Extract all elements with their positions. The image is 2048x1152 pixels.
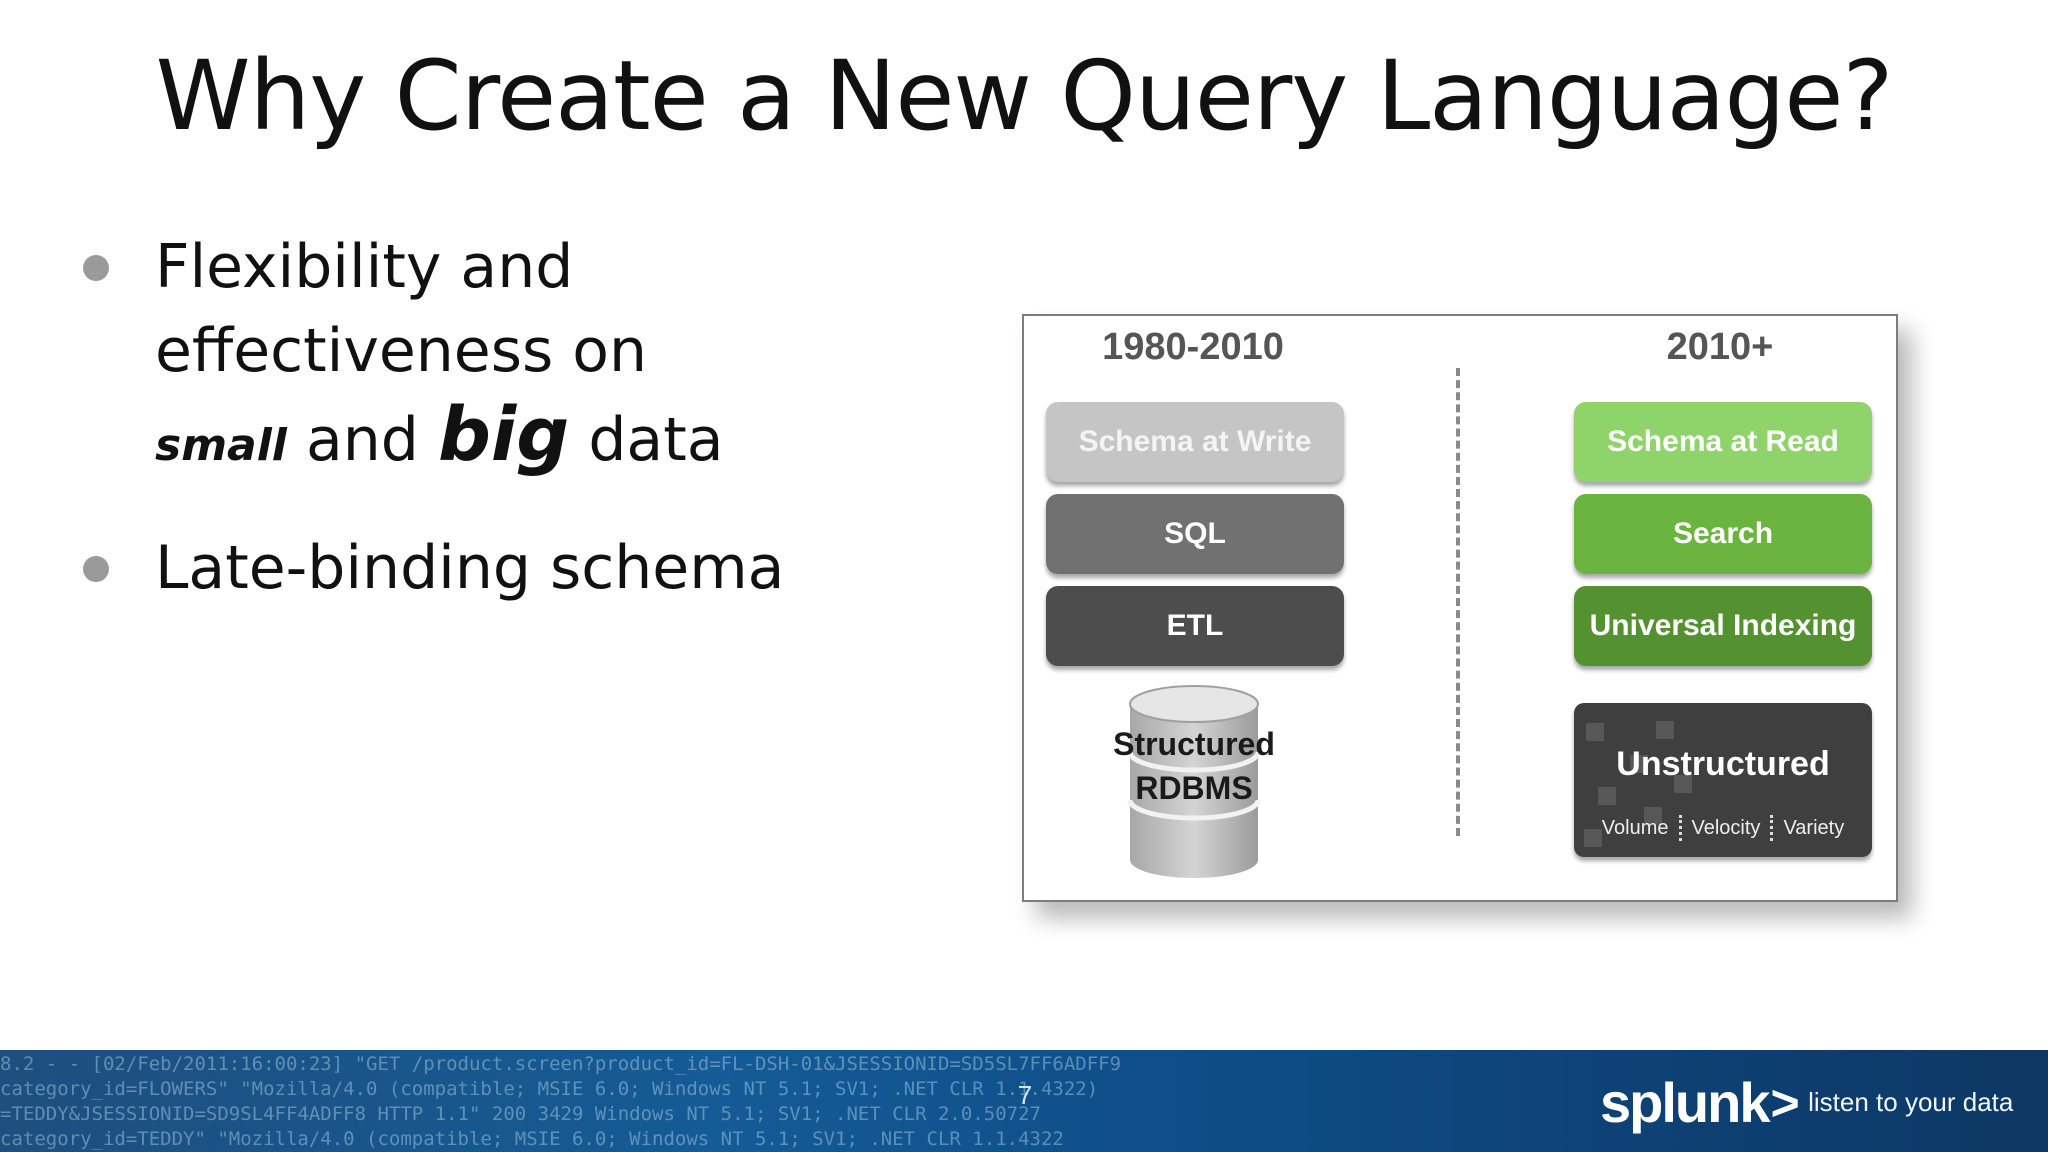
bullet-dot-icon bbox=[83, 255, 109, 281]
attribute-velocity: Velocity bbox=[1691, 817, 1761, 839]
attribute-separator bbox=[1678, 815, 1682, 841]
bullet-item-flexibility: Flexibility and effectiveness on small a… bbox=[80, 225, 980, 488]
bullet-item-late-binding: Late-binding schema bbox=[80, 526, 980, 610]
database-icon bbox=[1127, 685, 1261, 878]
emphasis-small: small bbox=[155, 420, 287, 471]
log-line: =TEDDY&JSESSIONID=SD9SL4FF4ADFF8 HTTP 1.… bbox=[0, 1103, 1041, 1125]
block-search: Search bbox=[1574, 494, 1872, 574]
log-line: 8.2 - - [02/Feb/2011:16:00:23] "GET /pro… bbox=[0, 1053, 1122, 1075]
block-schema-at-write: Schema at Write bbox=[1046, 402, 1344, 482]
brand-tagline: listen to your data bbox=[1808, 1087, 2014, 1117]
unstructured-attributes: Volume Velocity Variety bbox=[1574, 815, 1872, 841]
footer-bar: 8.2 - - [02/Feb/2011:16:00:23] "GET /pro… bbox=[0, 1050, 2048, 1152]
unstructured-data-box: Unstructured Volume Velocity Variety bbox=[1574, 703, 1872, 857]
bullet-data-text: data bbox=[588, 405, 724, 475]
unstructured-title: Unstructured bbox=[1616, 745, 1830, 783]
brand-chevron-icon: > bbox=[1770, 1074, 1800, 1131]
emphasis-big: big bbox=[437, 392, 570, 478]
log-line: category_id=FLOWERS" "Mozilla/4.0 (compa… bbox=[0, 1078, 1099, 1100]
brand-name: splunk bbox=[1600, 1071, 1770, 1134]
footer-log-background: 8.2 - - [02/Feb/2011:16:00:23] "GET /pro… bbox=[0, 1052, 1122, 1152]
page-number: 7 bbox=[1017, 1080, 1033, 1110]
database-label-rdbms: RDBMS bbox=[1135, 770, 1253, 806]
database-cylinder: Structured RDBMS bbox=[1044, 682, 1344, 882]
era-label-left: 1980-2010 bbox=[1102, 326, 1284, 368]
splunk-logo: splunk> listen to your data bbox=[1600, 1070, 2014, 1134]
bullet-line-2: effectiveness on bbox=[155, 316, 648, 386]
slide-title: Why Create a New Query Language? bbox=[155, 40, 1894, 152]
attribute-volume: Volume bbox=[1601, 817, 1669, 839]
block-universal-indexing: Universal Indexing bbox=[1574, 586, 1872, 666]
bullet-line-1: Flexibility and bbox=[155, 232, 574, 302]
block-sql: SQL bbox=[1046, 494, 1344, 574]
attribute-variety: Variety bbox=[1783, 817, 1845, 839]
comparison-diagram: 1980-2010 2010+ Schema at Write SQL ETL … bbox=[1022, 314, 1898, 902]
log-line: category_id=TEDDY" "Mozilla/4.0 (compati… bbox=[0, 1128, 1064, 1150]
database-label-structured: Structured bbox=[1113, 726, 1275, 762]
block-schema-at-read: Schema at Read bbox=[1574, 402, 1872, 482]
era-label-right: 2010+ bbox=[1666, 326, 1774, 368]
bullet-line-3: small and big data bbox=[155, 393, 980, 488]
bullet-list: Flexibility and effectiveness on small a… bbox=[80, 225, 980, 610]
bullet-and-text: and bbox=[305, 405, 419, 475]
dashed-divider bbox=[1456, 368, 1460, 836]
bullet-text: Late-binding schema bbox=[155, 533, 785, 603]
block-etl: ETL bbox=[1046, 586, 1344, 666]
bullet-dot-icon bbox=[83, 556, 109, 582]
attribute-separator bbox=[1770, 815, 1774, 841]
